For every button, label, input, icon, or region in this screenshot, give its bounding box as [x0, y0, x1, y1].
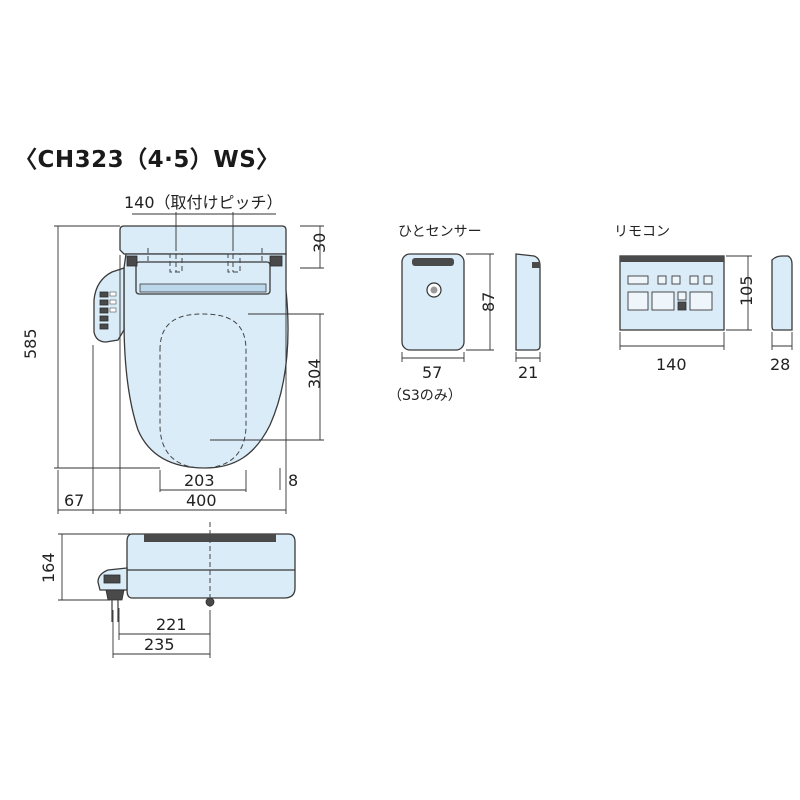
side-foot	[105, 589, 125, 601]
dim-side-offset: 67	[64, 491, 84, 510]
sensor-dimension-lines	[401, 253, 541, 362]
side-panel-buttons	[99, 291, 117, 330]
remote-label: リモコン	[614, 224, 670, 240]
seat-outline	[123, 253, 289, 469]
top-view-dimension-lines	[54, 212, 324, 514]
dim-sensor-depth: 21	[518, 363, 538, 382]
dim-bowl-depth: 304	[305, 358, 324, 389]
dim-height: 164	[39, 552, 58, 583]
mounting-slot-guides	[147, 246, 263, 272]
sensor-eye-inner	[430, 286, 438, 294]
bowl-opening	[159, 313, 247, 469]
hinge-strip	[139, 283, 267, 293]
sensor-top-strip	[412, 258, 454, 266]
remote-control: リモコン 105 140 28	[614, 224, 793, 374]
sensor-side-clip	[532, 262, 540, 268]
dim-mount-pitch: 140（取付けピッチ）	[124, 193, 283, 212]
hinge-cap-right	[269, 255, 283, 267]
sensor-side	[515, 253, 541, 351]
dim-total-length: 585	[21, 328, 40, 359]
dim-base-221: 221	[156, 615, 187, 634]
sensor-label: ひとセンサー	[398, 224, 482, 240]
side-view-dimension-lines	[58, 533, 211, 658]
dim-sensor-height: 87	[479, 292, 498, 312]
remote-top-strip	[620, 256, 724, 262]
seat-side-view: 164 221 235	[39, 522, 296, 658]
remote-dimension-lines	[619, 255, 793, 350]
page-title: 〈CH323（4·5）WS〉	[14, 147, 280, 173]
side-body	[126, 533, 296, 599]
side-control-buttons	[103, 574, 121, 584]
dim-remote-depth: 28	[770, 355, 790, 374]
hinge-housing	[119, 225, 287, 255]
seat-top-view: 585 30 304 140（取付けピッチ） 203 400 67 8	[21, 193, 329, 514]
side-control-panel	[93, 267, 125, 343]
human-sensor: ひとセンサー 87 57 21 （S3のみ）	[388, 224, 541, 404]
remote-buttons	[627, 275, 713, 311]
dim-remote-width: 140	[656, 355, 687, 374]
dim-remote-height: 105	[737, 275, 756, 306]
remote-side	[771, 255, 793, 331]
dim-top-height: 30	[310, 233, 329, 253]
dim-total-width: 400	[186, 491, 217, 510]
hinge-cap-left	[126, 255, 138, 267]
dim-base-235: 235	[144, 635, 175, 654]
mount-slot-right	[227, 253, 241, 273]
mount-slot-left	[169, 253, 183, 273]
dim-sensor-width: 57	[422, 363, 442, 382]
sensor-front	[401, 253, 465, 351]
sensor-s3-note: （S3のみ）	[388, 388, 462, 404]
side-nozzle-bracket	[111, 600, 119, 622]
dim-inner-width: 203	[184, 471, 215, 490]
dim-edge-gap: 8	[288, 471, 298, 490]
